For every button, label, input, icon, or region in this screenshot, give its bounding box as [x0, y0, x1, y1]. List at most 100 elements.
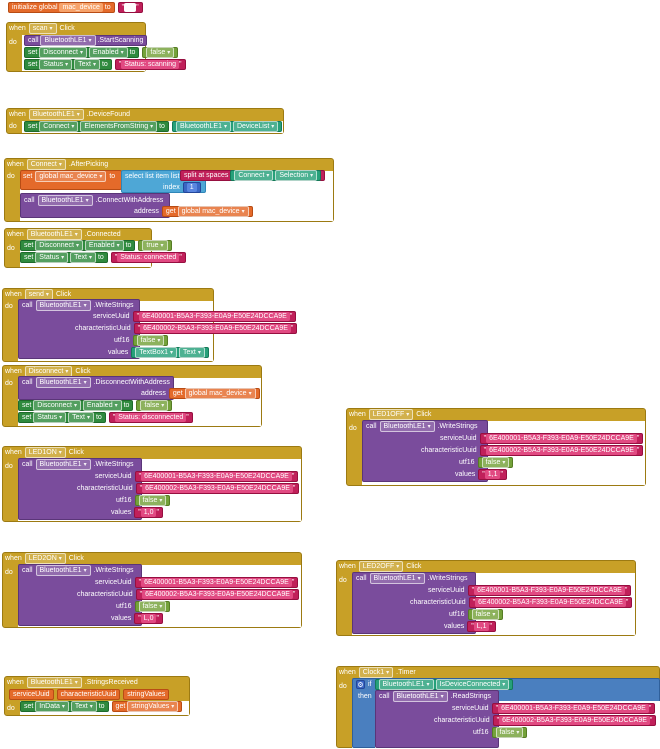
scan-disconnect-dropdown[interactable]: Disconnect▾ [39, 47, 87, 58]
connected-enabled-dropdown[interactable]: Enabled▾ [84, 240, 124, 251]
init-global-block[interactable]: initialize global mac_device to " " [8, 2, 143, 13]
led1off-char-uuid-string[interactable]: " 6E400002-B5A3-F393-E0A9-E50E24DCCA9E " [479, 445, 644, 456]
readstrings-ble-dropdown[interactable]: BluetoothLE1▾ [392, 691, 448, 702]
send-false-block[interactable]: false▾ [132, 335, 169, 346]
false-block[interactable]: false▾ [142, 47, 179, 58]
devicefound-connect-dropdown[interactable]: Connect▾ [39, 121, 79, 132]
led2on-component-dropdown[interactable]: LED2ON▾ [24, 553, 66, 564]
disc-text-dropdown[interactable]: Text▾ [68, 412, 94, 423]
disc-status-dropdown[interactable]: Status▾ [33, 412, 67, 423]
status-connected-string[interactable]: " Status: connected " [110, 252, 186, 263]
scan-enabled-dropdown[interactable]: Enabled▾ [88, 47, 128, 58]
led2on-false-block[interactable]: false▾ [134, 601, 171, 612]
led2off-component-dropdown[interactable]: LED2OFF▾ [358, 561, 404, 572]
led2on-service-uuid-string[interactable]: " 6E400001-B5A3-F393-E0A9-E50E24DCCA9E " [134, 577, 299, 588]
led1on-component-dropdown[interactable]: LED1ON▾ [24, 447, 66, 458]
led2off-writestrings-call[interactable] [352, 572, 476, 634]
led1on-service-uuid-string[interactable]: " 6E400001-B5A3-F393-E0A9-E50E24DCCA9E " [134, 471, 299, 482]
led1off-value-string[interactable]: " 1,1 " [478, 469, 507, 480]
isdeviceconnected-dropdown[interactable]: IsDeviceConnected▾ [435, 679, 510, 690]
devicefound-elements-dropdown[interactable]: ElementsFromString▾ [80, 121, 158, 132]
scan-text-dropdown[interactable]: Text▾ [74, 59, 100, 70]
indata-text-dropdown[interactable]: Text▾ [70, 701, 97, 712]
status-scanning-string[interactable]: " Status: scanning " [114, 59, 186, 70]
textbox-text-dropdown[interactable]: Text▾ [179, 347, 205, 358]
connect-selection-block[interactable]: Connect▾ Selection▾ [230, 170, 322, 181]
indata-dropdown[interactable]: InData▾ [35, 701, 69, 712]
stringsreceived-set-indata[interactable]: set InData▾ Text▾ to get stringValues▾ [20, 701, 183, 712]
disconnect-set-status[interactable]: set Status▾ Text▾ to " Status: disconnec… [18, 412, 193, 423]
devicefound-devicelist-dropdown[interactable]: DeviceList▾ [232, 121, 279, 132]
led1on-false-block[interactable]: false▾ [134, 495, 171, 506]
led1off-writestrings-call[interactable] [362, 420, 488, 482]
timer-ble-dropdown[interactable]: BluetoothLE1▾ [378, 679, 434, 690]
status-disconnected-string[interactable]: " Status: disconnected " [108, 412, 193, 423]
scan-component-dropdown[interactable]: scan▾ [28, 23, 57, 34]
connected-set-disconnect-enabled[interactable]: set Disconnect▾ Enabled▾ to true▾ [20, 240, 172, 251]
gear-icon[interactable]: ⚙ [356, 680, 365, 689]
disconnect-set-enabled[interactable]: set Disconnect▾ Enabled▾ to false▾ [18, 400, 173, 411]
send-writestrings-call[interactable] [18, 299, 140, 359]
led2on-value-string[interactable]: " L,0 " [134, 613, 163, 624]
led2off-service-uuid-string[interactable]: " 6E400001-B5A3-F393-E0A9-E50E24DCCA9E " [467, 585, 632, 596]
send-char-uuid-string[interactable]: " 6E400002-B5A3-F393-E0A9-E50E24DCCA9E " [133, 323, 298, 334]
empty-string-block[interactable]: " " [117, 2, 143, 13]
led2on-writestrings-call[interactable] [18, 564, 142, 626]
connected-component-dropdown[interactable]: BluetoothLE1▾ [26, 229, 82, 240]
stringsreceived-component-dropdown[interactable]: BluetoothLE1▾ [26, 677, 82, 688]
split-at-spaces-block[interactable]: split at spaces Connect▾ Selection▾ [180, 170, 326, 181]
param-stringvalues[interactable]: stringValues [123, 689, 170, 700]
disconnectwithaddress-call[interactable] [18, 376, 174, 400]
get-global-mac-block[interactable]: get global mac_device▾ [161, 206, 253, 217]
param-serviceuuid[interactable]: serviceUuid [9, 689, 54, 700]
send-ble-dropdown[interactable]: BluetoothLE1▾ [35, 300, 91, 311]
led1off-service-uuid-string[interactable]: " 6E400001-B5A3-F393-E0A9-E50E24DCCA9E " [479, 433, 644, 444]
get-stringvalues-dropdown[interactable]: stringValues▾ [127, 701, 179, 712]
led1on-ble-dropdown[interactable]: BluetoothLE1▾ [35, 459, 91, 470]
disc-false-block[interactable]: false▾ [136, 400, 173, 411]
afterpicking-selection-dropdown[interactable]: Selection▾ [275, 170, 318, 181]
scan-set-disconnect-enabled[interactable]: set Disconnect▾ Enabled▾ to false▾ [24, 47, 179, 58]
devicefound-component-dropdown[interactable]: BluetoothLE1▾ [28, 109, 84, 120]
textbox-dropdown[interactable]: TextBox1▾ [135, 347, 178, 358]
timer-service-uuid-string[interactable]: " 6E400001-B5A3-F393-E0A9-E50E24DCCA9E " [491, 703, 656, 714]
timer-false-block[interactable]: false▾ [491, 727, 528, 738]
devicefound-set-connect-elements[interactable]: set Connect▾ ElementsFromString▾ to Blue… [24, 121, 283, 132]
scan-status-dropdown[interactable]: Status▾ [39, 59, 73, 70]
afterpicking-ble-dropdown[interactable]: BluetoothLE1▾ [37, 195, 93, 206]
connected-disconnect-dropdown[interactable]: Disconnect▾ [35, 240, 83, 251]
led1off-false-block[interactable]: false▾ [477, 457, 514, 468]
led1on-char-uuid-string[interactable]: " 6E400002-B5A3-F393-E0A9-E50E24DCCA9E " [135, 483, 300, 494]
led2off-value-string[interactable]: " L,1 " [467, 621, 496, 632]
connected-text-dropdown[interactable]: Text▾ [70, 252, 96, 263]
disc-disconnect-dropdown[interactable]: Disconnect▾ [33, 400, 81, 411]
led1off-component-dropdown[interactable]: LED1OFF▾ [368, 409, 414, 420]
afterpicking-connect-dropdown[interactable]: Connect▾ [234, 170, 274, 181]
send-service-uuid-string[interactable]: " 6E400001-B5A3-F393-E0A9-E50E24DCCA9E " [132, 311, 297, 322]
empty-string-field[interactable] [124, 3, 137, 12]
scan-call-startscanning[interactable]: call BluetoothLE1▾ .StartScanning [24, 35, 148, 46]
isdeviceconnected-block[interactable]: BluetoothLE1▾ IsDeviceConnected▾ [374, 679, 514, 690]
disconnect-ble-dropdown[interactable]: BluetoothLE1▾ [35, 377, 91, 388]
true-block[interactable]: true▾ [138, 240, 172, 251]
afterpicking-global-dropdown[interactable]: global mac_device▾ [35, 171, 107, 182]
led2on-char-uuid-string[interactable]: " 6E400002-B5A3-F393-E0A9-E50E24DCCA9E " [135, 589, 300, 600]
afterpicking-component-dropdown[interactable]: Connect▾ [26, 159, 66, 170]
global-name-field[interactable]: mac_device [59, 3, 103, 12]
devicefound-ble-devicelist[interactable]: BluetoothLE1▾ DeviceList▾ [171, 121, 283, 132]
connected-status-dropdown[interactable]: Status▾ [35, 252, 69, 263]
led2on-ble-dropdown[interactable]: BluetoothLE1▾ [35, 565, 91, 576]
textbox-text-block[interactable]: TextBox1▾ Text▾ [131, 347, 209, 358]
disc-enabled-dropdown[interactable]: Enabled▾ [82, 400, 122, 411]
scan-ble-dropdown[interactable]: BluetoothLE1▾ [40, 35, 96, 46]
led1off-ble-dropdown[interactable]: BluetoothLE1▾ [379, 421, 435, 432]
led2off-false-block[interactable]: false▾ [467, 609, 504, 620]
led1on-value-string[interactable]: " 1,0 " [134, 507, 163, 518]
led1on-writestrings-call[interactable] [18, 458, 142, 520]
timer-char-uuid-string[interactable]: " 6E400002-B5A3-F393-E0A9-E50E24DCCA9E " [492, 715, 657, 726]
index-number-block[interactable]: 1 [182, 182, 201, 193]
disconnect-get-global-dropdown[interactable]: global mac_device▾ [184, 388, 256, 399]
timer-component-dropdown[interactable]: Clock1▾ [358, 667, 394, 678]
connected-set-status-text[interactable]: set Status▾ Text▾ to " Status: connected… [20, 252, 186, 263]
led2off-char-uuid-string[interactable]: " 6E400002-B5A3-F393-E0A9-E50E24DCCA9E " [468, 597, 633, 608]
